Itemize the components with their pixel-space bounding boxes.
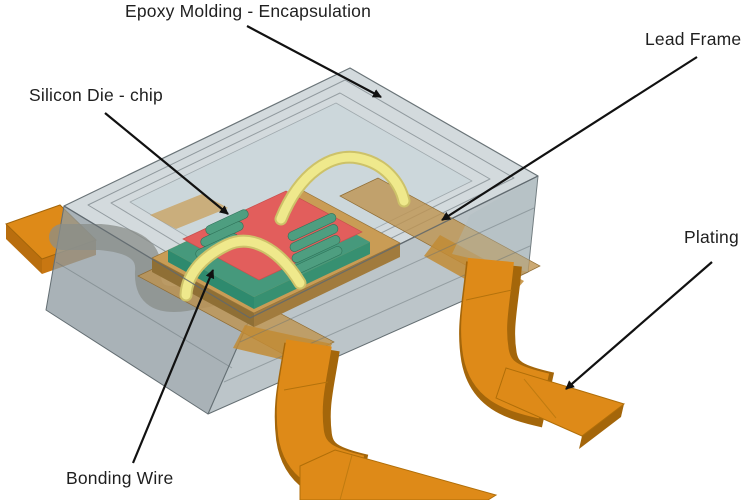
label-epoxy-molding: Epoxy Molding - Encapsulation xyxy=(124,1,372,21)
annotation-arrows xyxy=(104,25,713,464)
arrow-epoxy-molding xyxy=(246,25,382,98)
label-silicon-die: Silicon Die - chip xyxy=(29,85,163,105)
lead-bottom-gullwing xyxy=(274,339,498,500)
label-plating: Plating xyxy=(684,227,739,247)
arrow-silicon-die xyxy=(104,112,229,215)
inner-pad-upper-left xyxy=(150,194,228,229)
arrow-bonding-wire xyxy=(131,269,215,464)
label-lead-frame: Lead Frame xyxy=(645,29,742,49)
label-bonding-wire: Bonding Wire xyxy=(66,468,174,488)
bonding-wire-upper xyxy=(274,150,411,226)
arrow-plating xyxy=(565,261,713,390)
plating-foot-bottom xyxy=(299,449,498,500)
plating-foot-right xyxy=(495,367,626,437)
arrow-lead-frame xyxy=(441,56,698,221)
bonding-wire-lower xyxy=(179,234,307,302)
lead-right-gullwing xyxy=(459,257,626,449)
die-top-face xyxy=(182,190,363,281)
